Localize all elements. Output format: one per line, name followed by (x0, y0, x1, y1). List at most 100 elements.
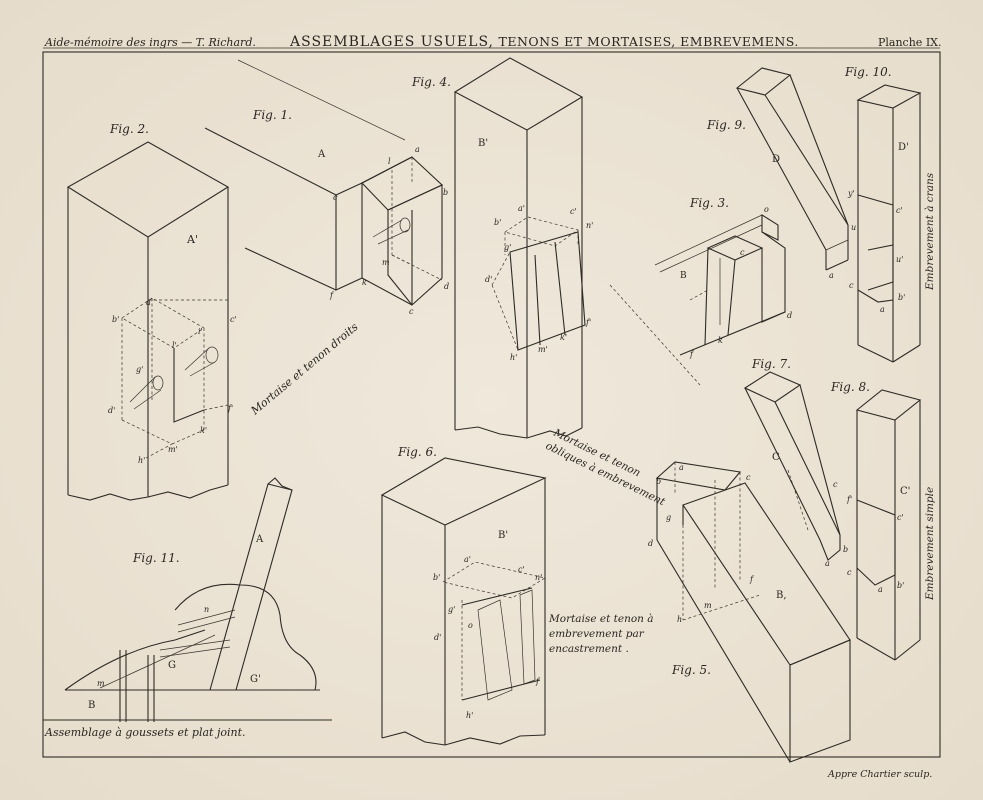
fig2-letter-k1: k' (200, 426, 207, 435)
caption-mortaise-tenon-droits: Mortaise et tenon droits (248, 320, 361, 418)
caption-embrevement-simple: Embrevement simple (924, 487, 936, 601)
fig8-label: Fig. 8. (830, 380, 870, 394)
construction-line (237, 59, 406, 141)
fig1-letter-c: c (333, 193, 338, 202)
fig4-letter-a1: a' (518, 204, 525, 213)
fig6-letter-d1: d' (434, 633, 441, 642)
fig5-beam (655, 461, 851, 763)
plate-title-rest: TENONS ET MORTAISES, EMBREVEMENS. (498, 34, 799, 49)
fig8-letter-c: c (847, 568, 852, 577)
fig8-letter-c1: c' (897, 513, 904, 522)
fig8-letter-b1: b' (897, 581, 904, 590)
fig11-letter-n: n (204, 605, 209, 614)
fig2-letter-d1: d' (108, 406, 115, 415)
fig2-letter-m1: m' (168, 445, 178, 454)
fig9-letter-D: D (772, 154, 780, 165)
fig5-letter-B5: B, (776, 590, 787, 601)
fig1-letter-f: f (329, 291, 335, 300)
fig4-letter-h1: h' (510, 353, 517, 362)
fig6-letter-n1: n' (535, 573, 542, 582)
fig3-joint (654, 214, 786, 356)
fig3-label: Fig. 3. (689, 196, 729, 210)
fig10-letter-b1: b' (898, 293, 905, 302)
plate-title-main: ASSEMBLAGES USUELS, (290, 34, 494, 50)
fig8-letter-f1: f' (846, 495, 852, 504)
fig6-post (380, 457, 547, 746)
fig2-letter-f1: f' (227, 404, 233, 413)
fig2-post (66, 141, 230, 501)
fig2-letter-i1: i' (198, 327, 203, 336)
fig10-post (856, 84, 922, 363)
fig4-post (453, 57, 586, 439)
fig10-letter-c1: c' (896, 206, 903, 215)
fig4-letter-B1: B' (478, 138, 488, 149)
fig3-letter-f: f (689, 350, 695, 359)
fig6-letter-g1: g' (448, 605, 455, 614)
engraver-credit: Appre Chartier sculp. (828, 769, 933, 780)
fig2-letter-l1: l' (172, 341, 177, 350)
fig6-letter-a1: a' (464, 555, 471, 564)
plate-title: ASSEMBLAGES USUELS, TENONS ET MORTAISES,… (290, 34, 799, 50)
fig6-letter-c1: c' (518, 565, 525, 574)
fig9-letter-a: a (829, 271, 834, 280)
fig1-letter-k: k (362, 278, 367, 287)
fig4-letter-b1: b' (494, 218, 501, 227)
fig11-gusset (43, 477, 332, 722)
fig4-letter-f1: f' (585, 318, 591, 327)
fig8-letter-a: a (878, 585, 883, 594)
fig5-label: Fig. 5. (671, 663, 711, 677)
fig5-letter-h: h (677, 615, 682, 624)
fig2-letter-g1: g' (136, 365, 143, 374)
fig10-letter-a: a (880, 305, 885, 314)
fig7-strut (743, 371, 841, 561)
fig3-letter-B: B (680, 271, 687, 281)
fig10-letter-y1: y' (847, 189, 855, 198)
fig1-label: Fig. 1. (252, 108, 292, 122)
caption-encastrement-3: encastrement . (549, 643, 629, 655)
fig7-letter-C: C (772, 452, 780, 463)
fig3-letter-c: c (740, 248, 745, 257)
fig4-label: Fig. 4. (411, 75, 451, 89)
caption-goussets: Assemblage à goussets et plat joint. (44, 726, 246, 739)
fig1-letter-b: b (443, 188, 448, 197)
fig3-letter-d: d (787, 311, 792, 320)
header-author: Aide-mémoire des ingrs — T. Richard. (45, 36, 256, 49)
fig8-post (855, 389, 922, 661)
fig5-letter-c: c (746, 473, 751, 482)
fig5-letter-d: d (648, 539, 653, 548)
fig4-letter-n1: n' (586, 221, 593, 230)
fig6-letter-h1: h' (466, 711, 473, 720)
fig9-label: Fig. 9. (706, 118, 746, 132)
fig1-letter-A: A (317, 149, 326, 160)
fig11-letter-G1: G' (250, 674, 261, 685)
fig10-label: Fig. 10. (844, 65, 892, 79)
fig9-letter-u: u (851, 223, 856, 232)
caption-encastrement-2: embrevement par (549, 628, 645, 640)
fig8-letter-C1: C' (900, 486, 910, 497)
fig5-letter-f: f (749, 575, 755, 584)
fig11-letter-G: G (168, 660, 176, 671)
fig10-letter-c: c (849, 281, 854, 290)
fig5-letter-b: b (656, 477, 661, 486)
fig1-letter-c2: c (409, 307, 414, 316)
fig5-letter-g: g (666, 513, 671, 522)
fig11-letter-m: m (97, 679, 105, 688)
fig7-label: Fig. 7. (751, 357, 791, 371)
fig1-letter-a: a (415, 145, 420, 154)
fig1-letter-l: l (388, 157, 391, 166)
plate-number: Planche IX. (878, 36, 942, 49)
fig3-letter-o: o (764, 205, 769, 214)
fig5-letter-m: m (704, 601, 712, 610)
fig6-label: Fig. 6. (397, 445, 437, 459)
fig1-letter-m: m (382, 258, 390, 267)
caption-encastrement-1: Mortaise et tenon à (548, 613, 654, 625)
fig2-letter-a1: a' (146, 298, 153, 307)
construction-line (609, 284, 701, 386)
fig10-letter-u1: u' (896, 255, 903, 264)
fig4-letter-g1: g' (504, 243, 511, 252)
fig7-letter-a: a (825, 559, 830, 568)
fig7-letter-e: c (833, 480, 838, 489)
fig4-letter-m1: m' (538, 345, 548, 354)
